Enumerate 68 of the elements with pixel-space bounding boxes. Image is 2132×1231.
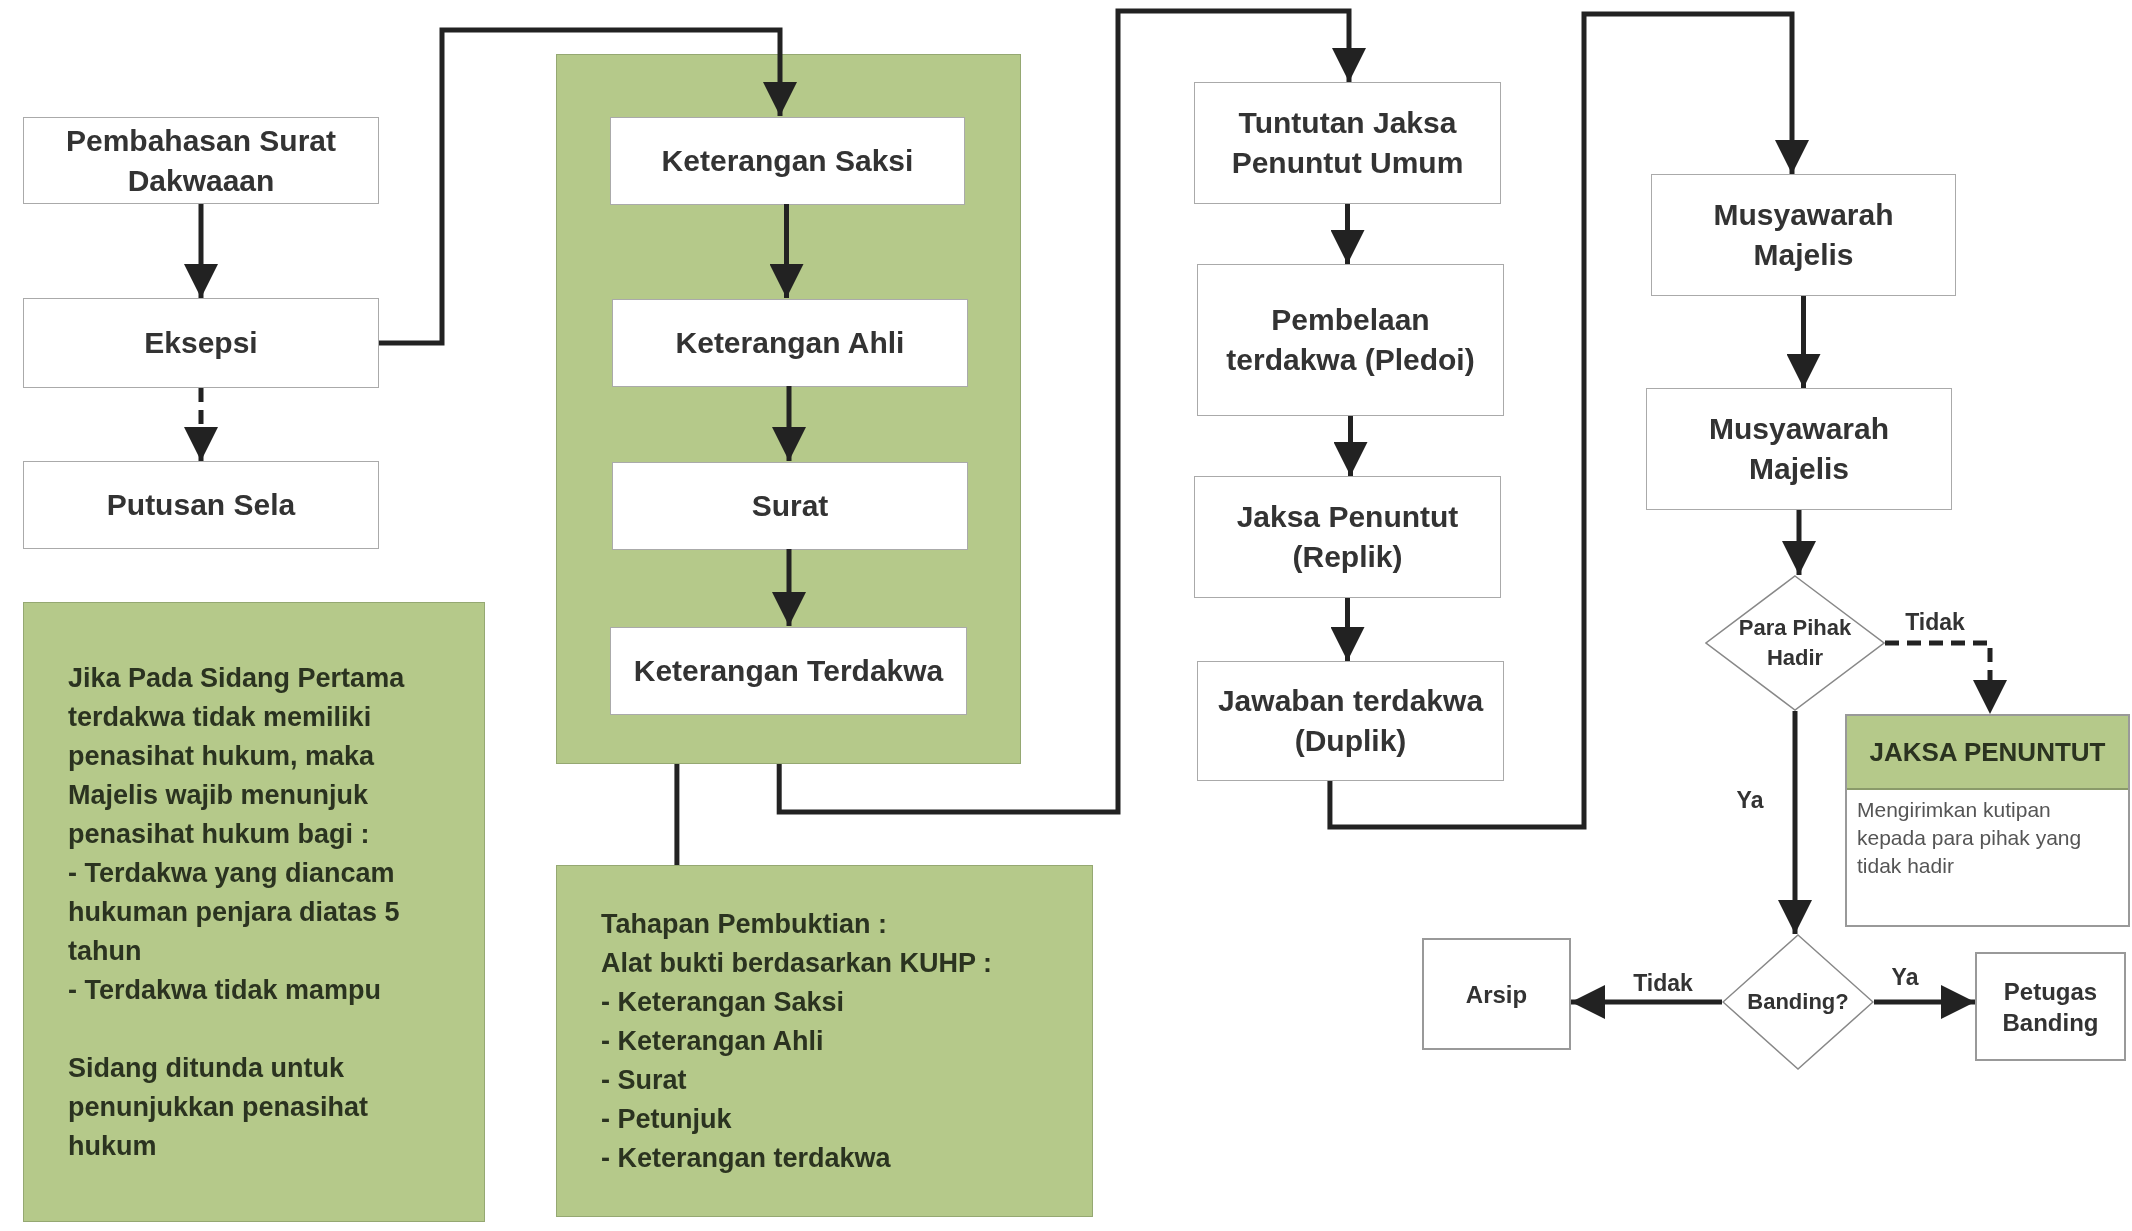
node-text: Jika Pada Sidang Pertama terdakwa tidak memiliki penasihat hukum, maka Majelis wajib menunjuk penasihat hukum bagi : [68,661,406,851]
node-text: - Keterangan terdakwa [601,1141,892,1175]
node-text: Keterangan Terdakwa [633,653,944,689]
node-text: Arsip [1465,979,1528,1010]
arrow [776,8,1366,815]
process-box [23,461,379,549]
node-text: - Terdakwa yang diancam hukuman penjara diatas 5 tahun [68,856,401,968]
arrow [379,27,797,346]
node-text: Petugas Banding [2001,976,2100,1038]
arrow [772,386,806,461]
node-text: - Keterangan Saksi [601,985,846,1019]
arrow [1333,416,1368,476]
process-box [612,299,968,387]
node-text: Jawaban terdakwa (Duplik) [1216,683,1485,759]
arrow [769,204,804,298]
process-box [1194,476,1501,598]
node-text: Musyawarah Majelis [1712,197,1895,273]
process-box [1651,174,1956,296]
arrow [1571,985,1722,1019]
node-text: Eksepsi [144,325,258,361]
node-text: - Terdakwa tidak mampu [68,973,383,1007]
node-text: - Petunjuk [601,1102,733,1136]
node-text: Pembelaan terdakwa (Pledoi) [1225,302,1476,378]
process-box [1975,952,2126,1061]
node-text: Musyawarah Majelis [1707,411,1891,487]
process-box [1197,264,1504,416]
arrow [1786,296,1821,388]
arrow [1885,640,2007,714]
group-panel [556,54,1021,764]
node-text: Mengirimkan kutipan kepada para pihak yang tidak hadir [1856,797,2083,879]
note-card [1845,714,2130,927]
note-box [23,602,485,1222]
process-box [610,117,965,205]
arrow [1330,204,1365,264]
node-text: Surat [751,488,829,524]
process-box [610,627,967,715]
arrow [1782,510,1816,575]
node-text: Jaksa Penuntut (Replik) [1235,499,1460,575]
arrow [1327,11,1809,830]
node-text: Alat bukti berdasarkan KUHP : [601,946,994,980]
process-box [1646,388,1952,510]
node-text: Banding? [1746,988,1850,1016]
node-text: - Keterangan Ahli [601,1024,825,1058]
card-header: JAKSA PENUNTUT [1847,716,2128,790]
node-text: Tuntutan Jaksa Penuntut Umum [1230,105,1465,181]
process-box [23,117,379,204]
decision-diamond [1722,934,1874,1070]
process-box [23,298,379,388]
arrow [1330,598,1365,661]
node-text: Keterangan Ahli [675,325,905,361]
note-box [556,865,1093,1217]
node-text: Para Pihak Hadir [1737,614,1853,672]
decision-diamond [1705,575,1885,711]
process-box [1194,82,1501,204]
process-box [1422,938,1571,1050]
node-text: Keterangan Saksi [661,143,914,179]
arrow [184,388,218,461]
arrow [772,549,806,626]
node-text: Pembahasan Surat Dakwaaan [64,122,338,199]
arrow [184,204,218,298]
node-text: Sidang ditunda untuk penunjukkan penasihat hukum [68,1051,370,1163]
node-text: Tahapan Pembuktian : [601,907,889,941]
arrow [1874,985,1975,1019]
arrow [1778,711,1812,934]
process-box [1197,661,1504,781]
process-box [612,462,968,550]
node-text: Putusan Sela [106,487,296,523]
node-text: - Surat [601,1063,688,1097]
